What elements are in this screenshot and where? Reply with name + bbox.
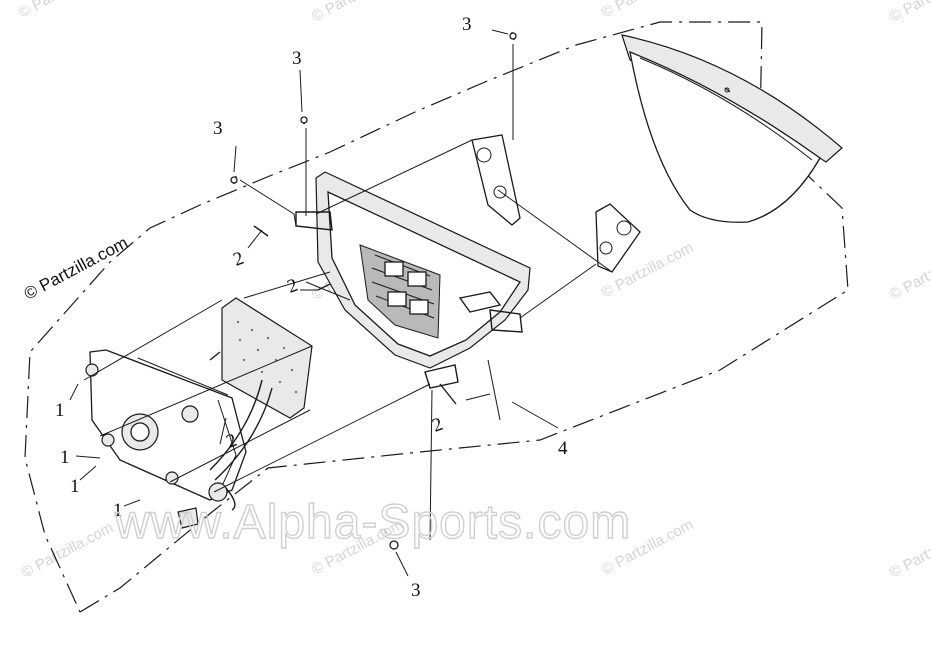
mounting-bracket-right [595, 203, 641, 273]
partzilla-watermark: © Partzilla.com [309, 0, 406, 26]
partzilla-watermark: © Partzilla.com [19, 519, 116, 581]
callout-bolt: 1 [113, 500, 123, 521]
partzilla-watermark-main: © Partzilla.com [21, 233, 131, 304]
leader-lines [69, 29, 613, 577]
callout-bulb-socket: 2 [285, 275, 301, 298]
partzilla-watermark: © Partzilla.com [887, 241, 931, 303]
callout-headlight-assembly: 4 [558, 438, 568, 459]
partzilla-watermark: © Partzilla.com [887, 0, 931, 26]
callout-screw: 3 [292, 48, 302, 69]
callout-bulb-socket: 2 [231, 248, 247, 271]
headlight-housing [295, 171, 531, 389]
callout-bolt: 1 [55, 400, 65, 421]
callout-bolt: 1 [70, 476, 80, 497]
callout-bolt: 1 [60, 447, 70, 468]
partzilla-watermark: © Partzilla.com [599, 0, 696, 22]
screw-parts [230, 31, 517, 550]
callout-screw: 3 [462, 14, 472, 35]
partzilla-watermark: © Partzilla.com [887, 519, 931, 581]
callout-bulb-socket: 2 [430, 414, 446, 437]
assembly-boundary [24, 21, 849, 613]
wiring-harness [177, 379, 273, 529]
reflector-shade [221, 297, 313, 419]
partzilla-watermark: © Partzilla.com [16, 0, 113, 22]
alpha-sports-watermark: www.Alpha-Sports.com [114, 496, 631, 549]
callout-screw: 3 [411, 580, 421, 601]
mounting-bracket-upper [471, 134, 521, 226]
headlight-lens [621, 34, 843, 223]
callout-screw: 3 [213, 118, 223, 139]
